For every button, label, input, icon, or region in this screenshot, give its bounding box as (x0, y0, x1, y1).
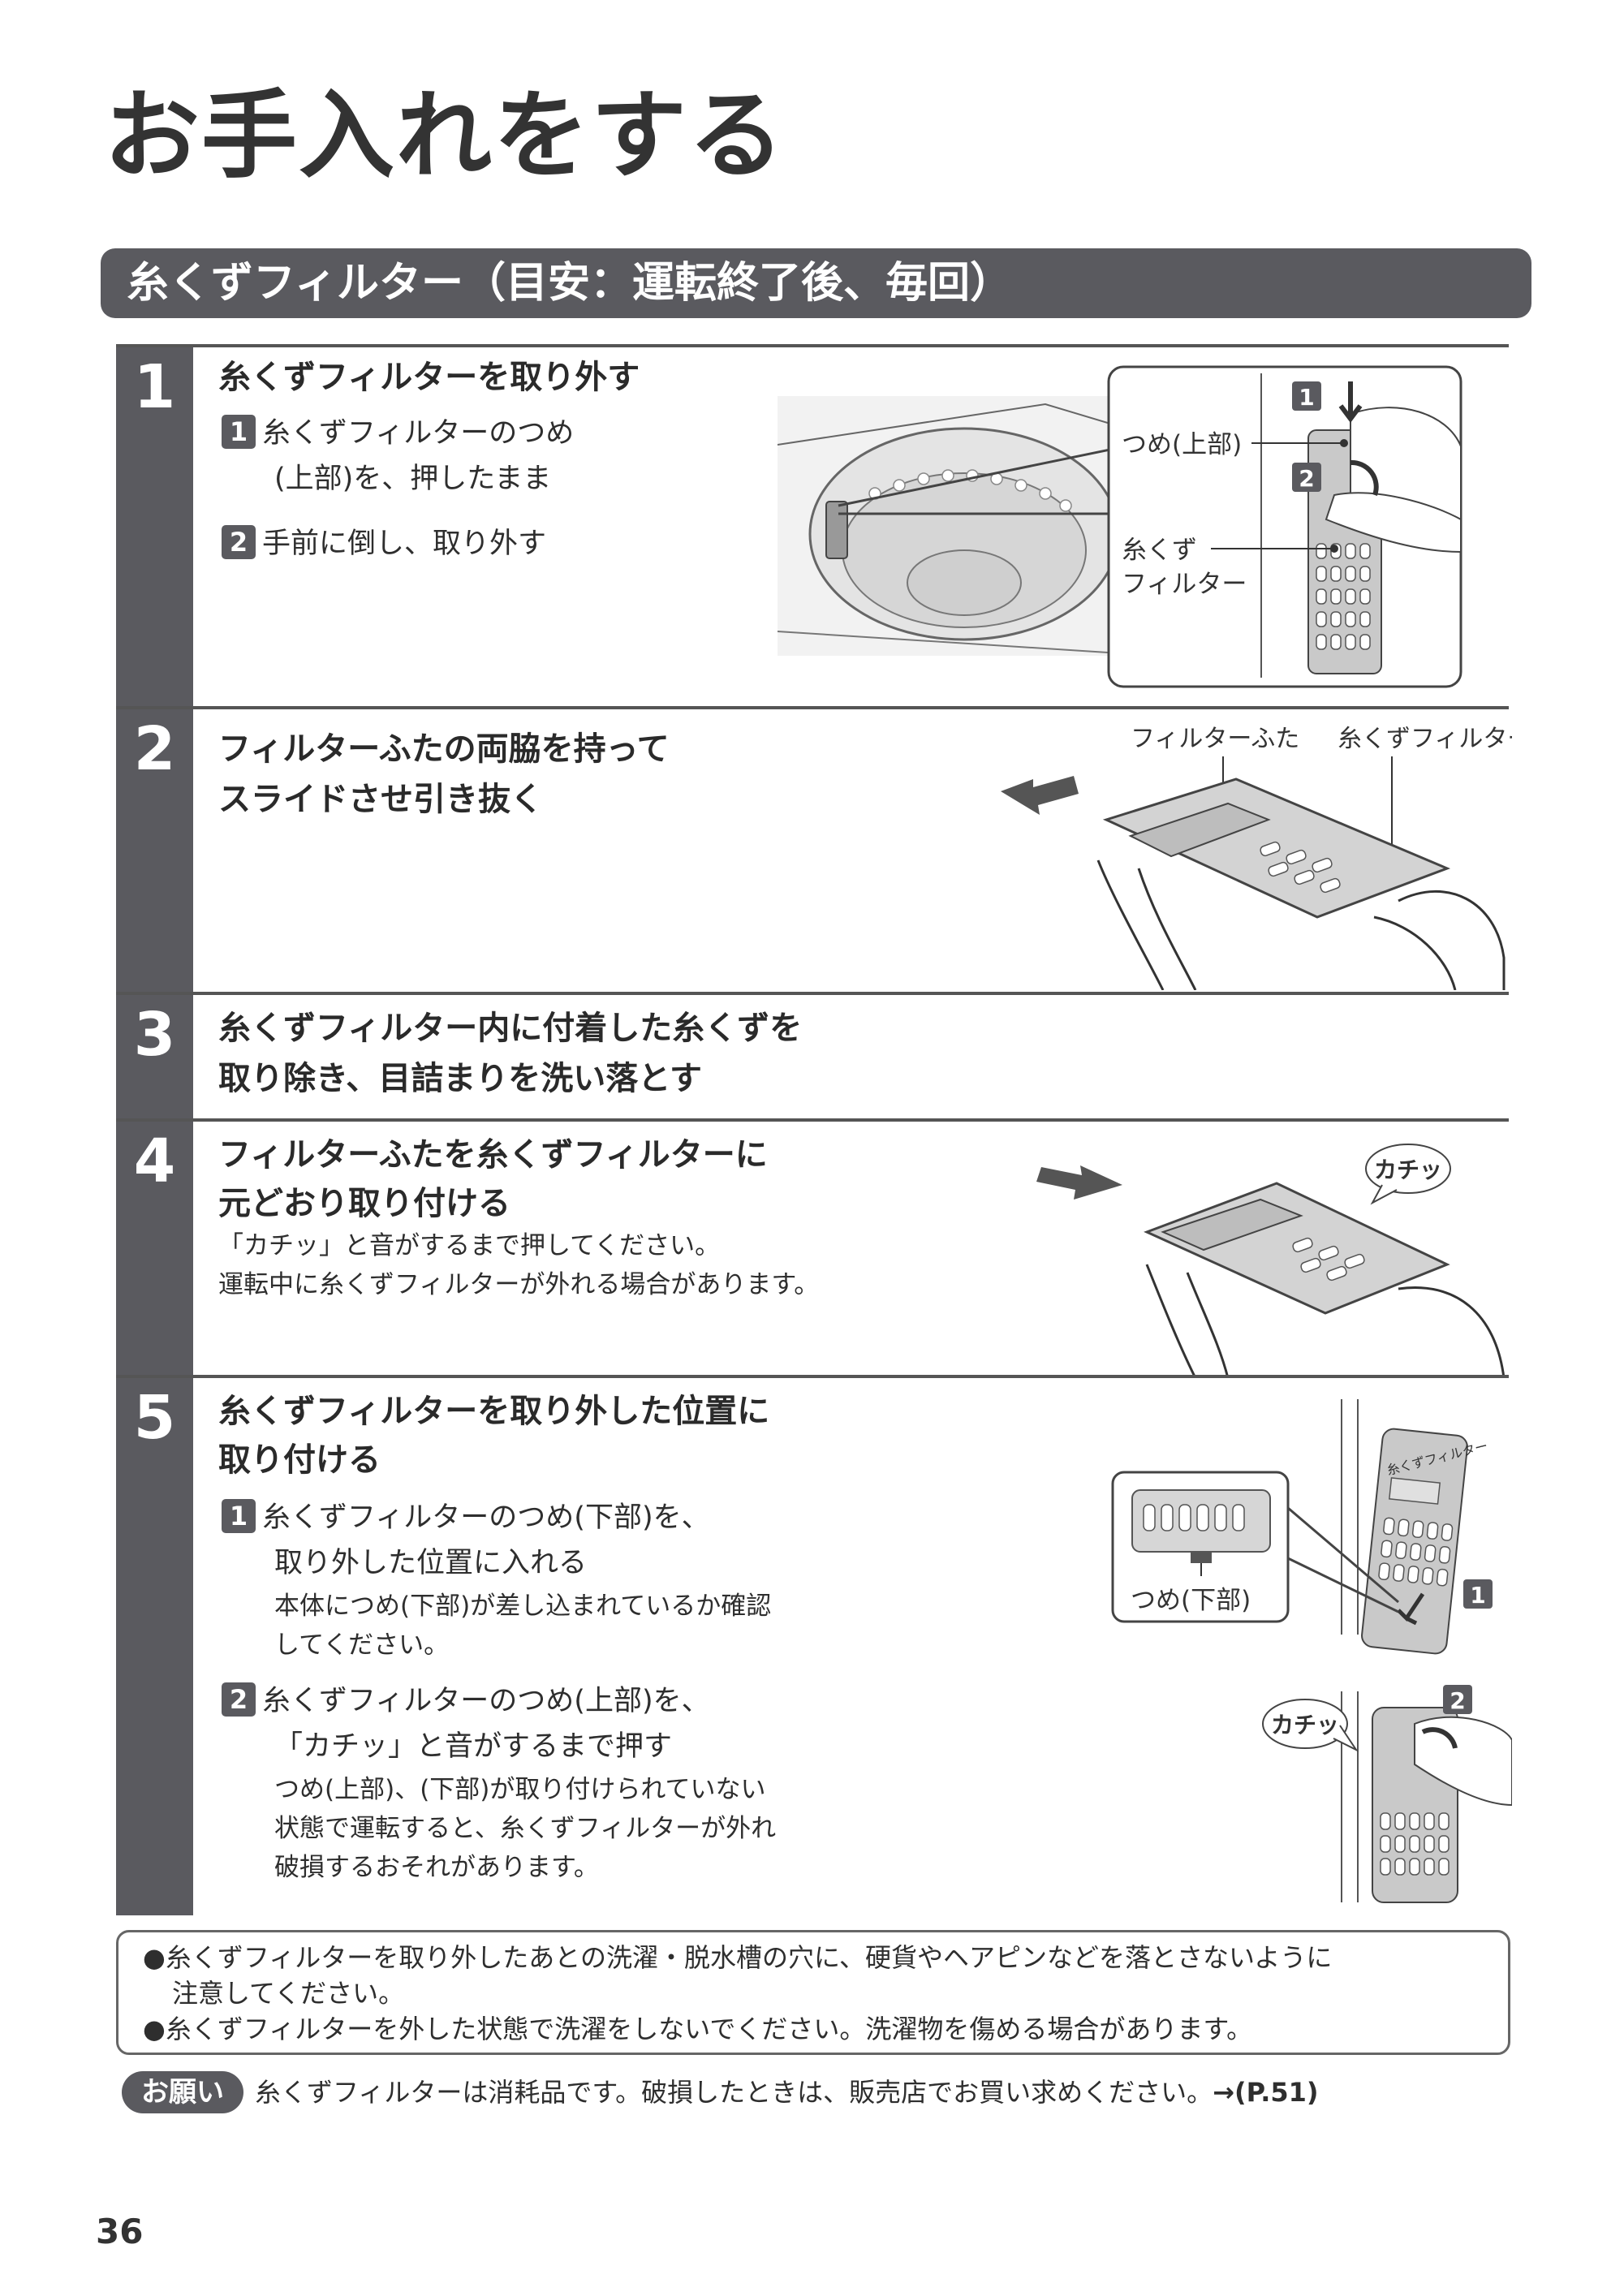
step-number: 1 (133, 352, 176, 422)
section-title: 糸くずフィルター（目安：運転終了後、毎回） (127, 259, 1012, 308)
label-claw-top: つめ(上部) (1122, 430, 1242, 459)
step-heading-line1: 糸くずフィルター内に付着した糸くずを (218, 1010, 803, 1047)
substep-note: 本体につめ(下部)が差し込まれているか確認 (274, 1592, 772, 1621)
arrow-down-icon (1397, 1592, 1425, 1626)
substep-badge: 2 (222, 525, 256, 559)
step-number: 2 (133, 714, 176, 784)
figure-badge-1-label: 1 (1470, 1582, 1485, 1609)
request-body: 糸くずフィルターは消耗品です。破損したときは、販売店でお買い求めください。 (255, 2077, 1213, 2108)
arrow-right-icon (1036, 1165, 1122, 1200)
label-filter-lid: フィルターふた (1131, 725, 1299, 753)
step-heading-line1: 糸くずフィルターを取り外した位置に (218, 1393, 770, 1430)
washer-tub-illustration (778, 396, 1159, 656)
step-heading-line2: 取り付ける (218, 1441, 381, 1479)
page-number: 36 (96, 2212, 144, 2251)
step-2: 2 フィルターふたの両脇を持って スライドさせ引き抜く フィルターふた 糸くずフ… (116, 706, 1512, 995)
step-note-line1: 「カチッ」と音がするまで押してください。 (218, 1231, 721, 1260)
step-badge-2 (1443, 1685, 1472, 1714)
step-number-box: 3 (116, 995, 193, 1122)
step-3: 3 糸くずフィルター内に付着した糸くずを 取り除き、目詰まりを洗い落とす (116, 992, 1509, 1122)
figure-badge-2-label: 2 (1450, 1687, 1465, 1714)
step-number: 5 (133, 1383, 176, 1453)
page-reference-link[interactable]: →(P.51) (1213, 2077, 1319, 2108)
step-heading-line2: スライドさせ引き抜く (218, 781, 543, 818)
step-note-line2: 運転中に糸くずフィルターが外れる場合があります。 (218, 1270, 820, 1299)
filter-reinstall-illustration: 糸くずフィルター 1 つめ(下部) カチ (1111, 1399, 1512, 1903)
substep-badge: 2 (222, 1682, 256, 1717)
step-number-box: 4 (116, 1122, 193, 1378)
inset-badge-1-label: 1 (1299, 384, 1314, 411)
filter-lid-slide-illustration: フィルターふた 糸くずフィルター (1001, 725, 1512, 990)
request-text: 糸くずフィルターは消耗品です。破損したときは、販売店でお買い求めください。→(P… (255, 2071, 1319, 2113)
rotate-arrow-icon (1350, 459, 1379, 497)
rotate-arrow-icon (1421, 1727, 1458, 1749)
step-badge-1 (1463, 1579, 1493, 1609)
substep-note: つめ(上部)、(下部)が取り付けられていない (274, 1775, 766, 1804)
substep-note: してください。 (274, 1630, 450, 1660)
step-heading-line1: フィルターふたを糸くずフィルターに (218, 1136, 768, 1174)
step-number: 4 (133, 1126, 176, 1196)
label-filter-2: フィルター (1122, 570, 1247, 599)
step-badge-1 (1292, 381, 1321, 411)
substep-text-cont: 「カチッ」と音がするまで押す (274, 1730, 673, 1763)
step-badge-2 (1292, 463, 1321, 492)
click-bubble (1365, 1144, 1451, 1194)
step-number-box: 2 (116, 709, 193, 995)
caution-box: ●糸くずフィルターを取り外したあとの洗濯・脱水槽の穴に、硬貨やヘアピンなどを落と… (116, 1930, 1510, 2055)
caution-line: ●糸くずフィルターを外した状態で洗濯をしないでください。洗濯物を傷める場合があり… (143, 2014, 1253, 2044)
page-title: お手入れをする (104, 80, 786, 192)
label-lint-filter: 糸くずフィルター (1338, 725, 1512, 753)
substep-text-cont: (上部)を、押したまま (274, 463, 552, 495)
request-badge: お願い (122, 2071, 243, 2113)
click-bubble (1262, 1699, 1348, 1749)
substep-text: 手前に倒し、取り外す (262, 528, 547, 560)
substep-text: 糸くずフィルターのつめ(上部)を、 (262, 1685, 710, 1717)
substep-text: 糸くずフィルターのつめ (262, 417, 575, 450)
step-4: 4 フィルターふたを糸くずフィルターに 元どおり取り付ける 「カチッ」と音がする… (116, 1118, 1509, 1378)
substep-badge: 1 (222, 1499, 256, 1533)
click-label: カチッ (1271, 1712, 1339, 1738)
label-claw-bottom: つめ(下部) (1131, 1586, 1251, 1615)
filter-removal-inset: 1 2 つめ(上部) 糸くず フィルター (1107, 365, 1462, 688)
section-header: 糸くずフィルター（目安：運転終了後、毎回） (101, 248, 1531, 318)
caution-line: ●糸くずフィルターを取り外したあとの洗濯・脱水槽の穴に、硬貨やヘアピンなどを落と… (143, 1942, 1333, 1973)
substep-text-cont: 取り外した位置に入れる (274, 1547, 588, 1579)
click-label: カチッ (1374, 1157, 1442, 1183)
step-number: 3 (133, 1000, 176, 1070)
step-heading: 糸くずフィルターを取り外す (218, 359, 640, 396)
caution-line: 注意してください。 (172, 1978, 405, 2009)
substep-note: 破損するおそれがあります。 (274, 1853, 599, 1882)
step-heading-line1: フィルターふたの両脇を持って (218, 730, 670, 768)
step-heading-line2: 取り除き、目詰まりを洗い落とす (218, 1060, 702, 1097)
step-number-box: 1 (116, 347, 193, 709)
filter-lid-attach-illustration: カチッ (1036, 1144, 1506, 1378)
inset-badge-2-label: 2 (1299, 465, 1314, 492)
substep-note: 状態で運転すると、糸くずフィルターが外れ (274, 1814, 777, 1843)
step-number-box: 5 (116, 1378, 193, 1915)
substep-badge: 1 (222, 415, 256, 449)
arrow-left-icon (1001, 776, 1079, 815)
label-filter-1: 糸くず (1122, 536, 1197, 565)
arrow-down-icon (1338, 381, 1363, 423)
step-heading-line2: 元どおり取り付ける (218, 1185, 510, 1222)
substep-text: 糸くずフィルターのつめ(下部)を、 (262, 1501, 710, 1534)
